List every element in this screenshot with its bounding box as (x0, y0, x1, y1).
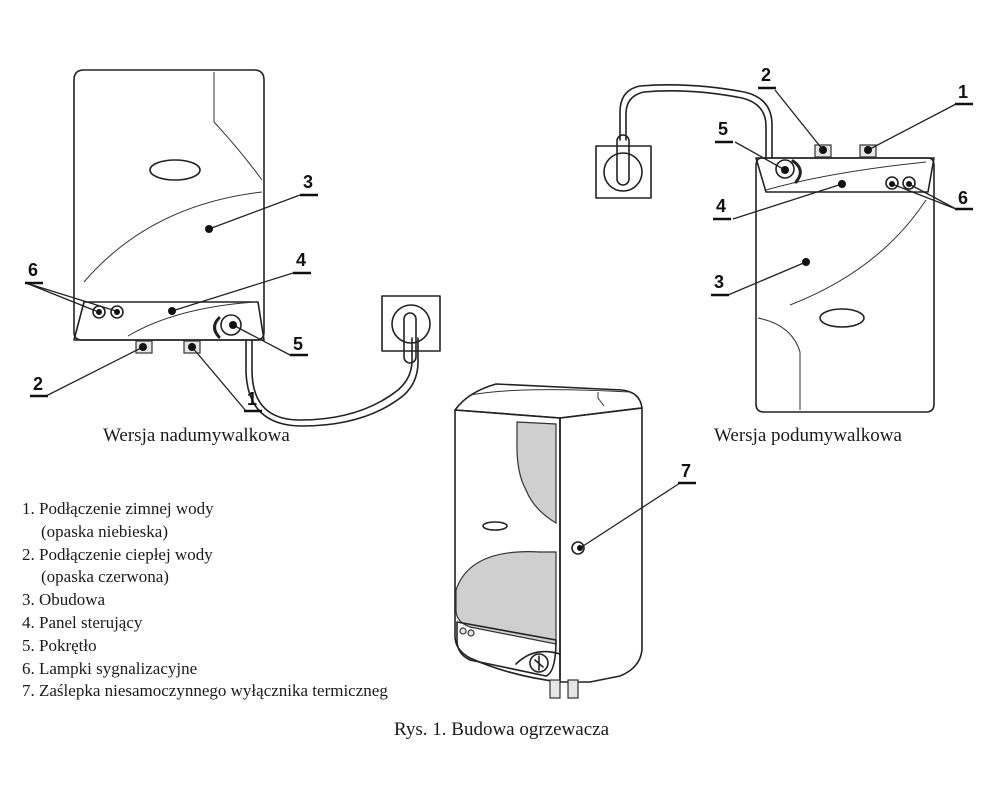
callout-right-4-number: 4 (716, 196, 726, 216)
callout-right-1: 1 (864, 82, 973, 154)
left-indicator-lamp-2 (110, 305, 124, 319)
callout-left-1-number: 1 (247, 389, 257, 409)
center-heater (454, 383, 643, 699)
callout-left-2: 2 (30, 343, 147, 398)
left-heater-body (73, 69, 265, 341)
callout-left-1: 1 (188, 343, 262, 413)
callout-right-2: 2 (758, 65, 827, 154)
legend-item: 5. Pokrętło (22, 635, 388, 658)
legend-item: 2. Podłączenie ciepłej wody (22, 544, 388, 567)
left-heater-front-panel (213, 72, 263, 181)
callout-right-1-number: 1 (958, 82, 968, 102)
right-knob (775, 159, 795, 179)
center-heater-top (454, 383, 643, 419)
legend-item: 1. Podłączenie zimnej wody (22, 498, 388, 521)
legend-item-label: 3. Obudowa (22, 590, 106, 610)
right-heater (595, 84, 935, 413)
right-heater-body (755, 157, 935, 413)
callout-center-7: 7 (577, 461, 696, 551)
right-heater-front-panel (757, 317, 801, 410)
callout-left-5-number: 5 (293, 334, 303, 354)
callout-left-3: 3 (205, 172, 318, 233)
caption-left-version: Wersja nadumywalkowa (103, 425, 290, 446)
legend-item-label: 6. Lampki sygnalizacyjne (22, 658, 198, 678)
right-control-panel (755, 157, 935, 193)
callout-right-5: 5 (715, 119, 789, 174)
callout-left-4-number: 4 (296, 250, 306, 270)
left-plug (403, 312, 417, 364)
callout-right-6-number: 6 (958, 188, 968, 208)
callout-right-3: 3 (711, 258, 810, 297)
center-knob (529, 653, 549, 673)
callout-right-4: 4 (713, 180, 846, 221)
callout-left-2-number: 2 (33, 374, 43, 394)
right-indicator-lamp-1 (885, 176, 899, 190)
right-plug (616, 134, 630, 186)
left-callouts: 3 4 6 5 2 (25, 172, 318, 413)
caption-right-version: Wersja podumywalkowa (714, 425, 902, 446)
center-heater-badge (482, 521, 508, 531)
legend-item-label: 1. Podłączenie zimnej wody (22, 499, 214, 518)
callout-left-6-number: 6 (28, 260, 38, 280)
left-knob (220, 314, 242, 336)
callout-right-3-number: 3 (714, 272, 724, 292)
figure-caption: Rys. 1. Budowa ogrzewacza (393, 719, 610, 740)
left-wall-socket (381, 295, 441, 352)
right-callouts: 2 1 5 4 6 (711, 65, 973, 297)
right-wall-socket (595, 145, 652, 199)
legend-item: 3. Obudowa (22, 589, 388, 612)
legend-item-sublabel: (opaska niebieska) (41, 521, 168, 541)
legend-item-note: (opaska czerwona) (22, 566, 388, 589)
legend-item-note: (opaska niebieska) (22, 521, 388, 544)
legend-item: 4. Panel sterujący (22, 612, 388, 635)
center-heater-front-panel (516, 421, 557, 525)
left-power-cord (251, 337, 413, 421)
center-heater-front (454, 409, 561, 683)
center-water-connector-2 (567, 679, 579, 699)
callout-right-6: 6 (889, 181, 973, 211)
legend-item-label: 7. Zaślepka niesamoczynnego wyłącznika t… (22, 681, 388, 701)
callout-left-3-number: 3 (303, 172, 313, 192)
thermal-cutout-cap (571, 541, 585, 555)
center-heater-side (559, 407, 643, 683)
callout-left-4: 4 (168, 250, 311, 315)
legend-item: 7. Zaślepka niesamoczynnego wyłącznika t… (22, 680, 388, 703)
legend-item-sublabel: (opaska czerwona) (41, 567, 169, 587)
right-heater-badge (819, 308, 865, 328)
legend-item-label: 2. Podłączenie ciepłej wody (22, 544, 213, 564)
left-heater-badge (149, 159, 201, 181)
parts-legend: 1. Podłączenie zimnej wody (opaska niebi… (22, 498, 388, 703)
legend-item-label: 5. Pokrętło (22, 635, 97, 655)
callout-center-7-number: 7 (681, 461, 691, 481)
legend-item: 6. Lampki sygnalizacyjne (22, 658, 388, 681)
callout-left-6: 6 (25, 260, 120, 315)
right-power-cord (619, 84, 773, 159)
callout-right-2-number: 2 (761, 65, 771, 85)
callout-left-5: 5 (229, 321, 308, 357)
left-heater (73, 69, 441, 427)
callout-right-5-number: 5 (718, 119, 728, 139)
right-indicator-lamp-2 (902, 176, 916, 190)
legend-item-label: 4. Panel sterujący (22, 612, 143, 632)
center-water-connector-1 (549, 679, 561, 699)
